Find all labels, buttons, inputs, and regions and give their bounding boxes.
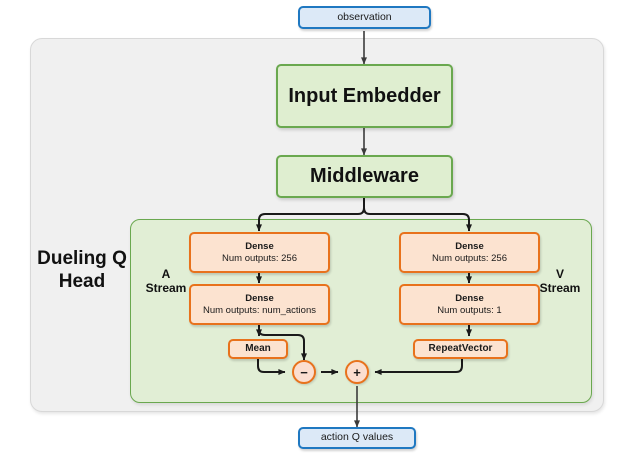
value-dense-1-subtitle: Num outputs: 256 (432, 252, 507, 264)
dueling-q-head-title: Dueling Q Head (36, 248, 128, 294)
action-q-values-label: action Q values (320, 431, 394, 444)
value-dense-1-title: Dense (455, 240, 484, 252)
value-stream-label: V Stream (534, 267, 586, 296)
advantage-stream-label: A Stream (140, 267, 192, 296)
advantage-dense-1-title: Dense (245, 240, 274, 252)
advantage-dense-1-block: Dense Num outputs: 256 (189, 232, 330, 273)
value-dense-2-block: Dense Num outputs: 1 (399, 284, 540, 325)
observation-input-box: observation (298, 6, 431, 29)
advantage-dense-2-subtitle: Num outputs: num_actions (202, 304, 316, 316)
middleware-label: Middleware (310, 165, 419, 187)
mean-block: Mean (228, 339, 288, 359)
add-operator-symbol: + (353, 364, 361, 380)
input-embedder-label: Input Embedder (288, 84, 441, 107)
value-dense-2-subtitle: Num outputs: 1 (437, 304, 502, 316)
subtract-operator-symbol: − (300, 364, 308, 380)
observation-label: observation (337, 10, 392, 23)
value-dense-2-title: Dense (455, 292, 484, 304)
value-dense-1-block: Dense Num outputs: 256 (399, 232, 540, 273)
advantage-stream-label-line1: A (161, 267, 171, 281)
subtract-operator-node: − (292, 360, 316, 384)
add-operator-node: + (345, 360, 369, 384)
advantage-dense-1-subtitle: Num outputs: 256 (222, 252, 297, 264)
repeat-vector-block: RepeatVector (413, 339, 508, 359)
action-q-values-output-box: action Q values (298, 427, 416, 449)
advantage-dense-2-block: Dense Num outputs: num_actions (189, 284, 330, 325)
advantage-stream-label-line2: Stream (145, 281, 187, 296)
mean-label: Mean (245, 342, 271, 354)
input-embedder-block: Input Embedder (276, 64, 453, 128)
advantage-dense-2-title: Dense (245, 292, 274, 304)
dueling-q-head-title-line1: Dueling Q (37, 248, 127, 269)
value-stream-label-line1: V (555, 267, 564, 281)
repeat-vector-label: RepeatVector (428, 342, 493, 354)
middleware-block: Middleware (276, 155, 453, 198)
dueling-q-head-title-line2: Head (58, 270, 106, 292)
value-stream-label-line2: Stream (539, 281, 581, 296)
